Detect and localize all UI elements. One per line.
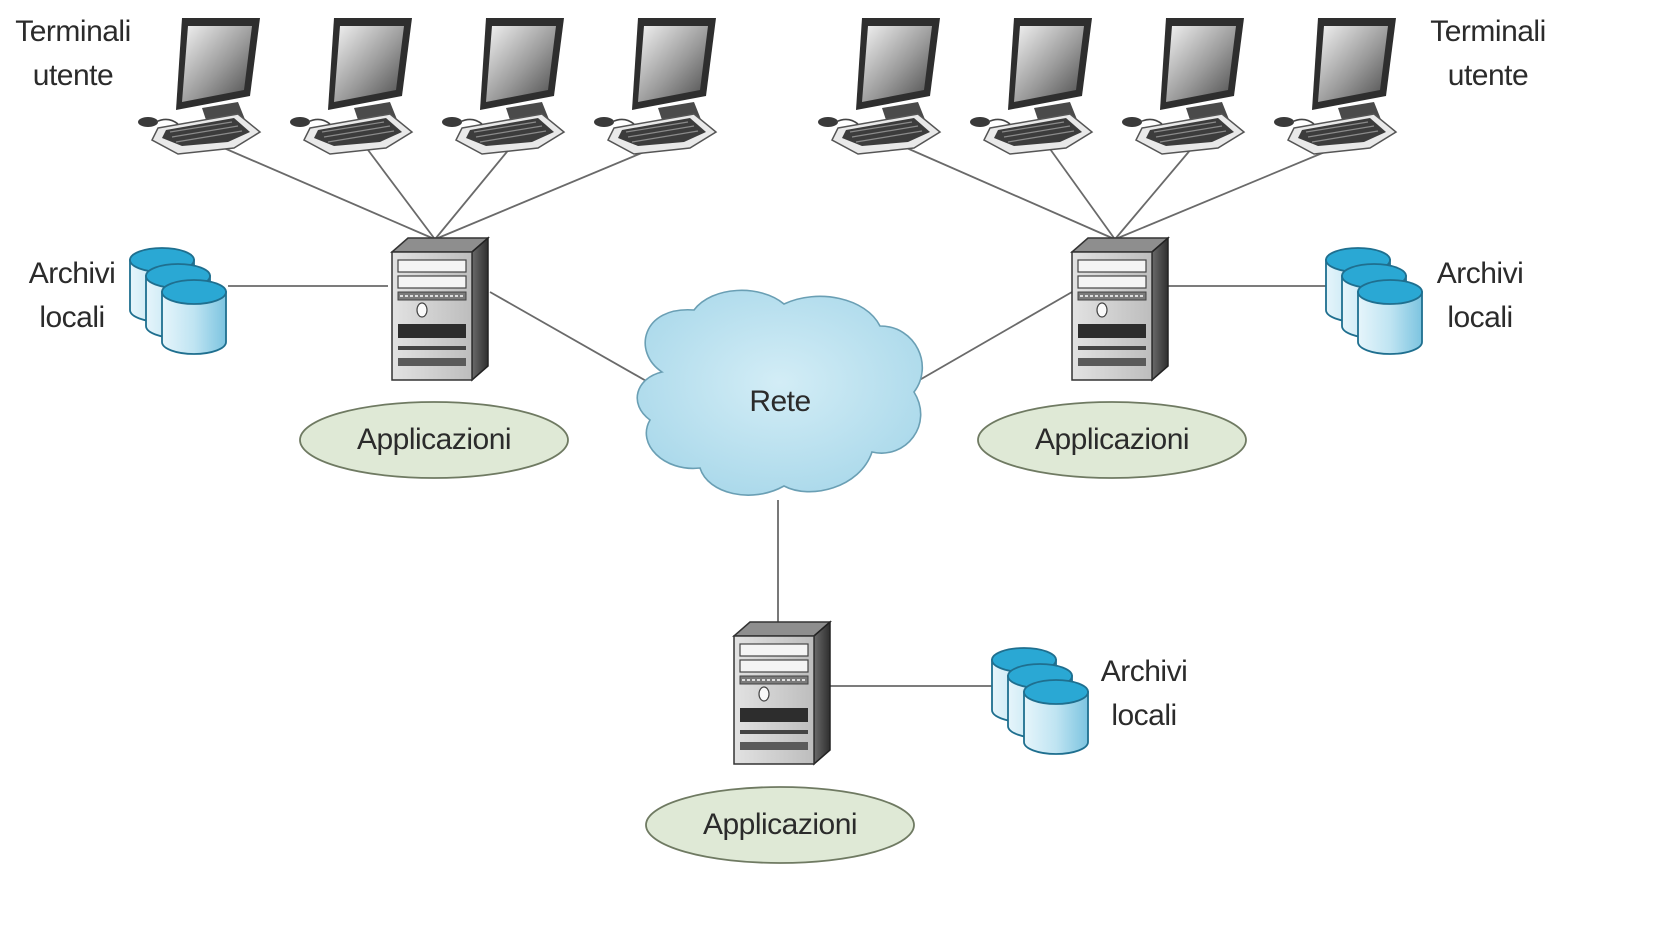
network-label: Rete <box>749 385 811 418</box>
archives-right-label: Archivi locali <box>1436 257 1524 334</box>
workstation-icon <box>1273 17 1397 155</box>
archives-left-label: Archivi locali <box>28 257 116 334</box>
applications-bottom-ellipse <box>645 786 915 864</box>
applications-right-ellipse <box>977 401 1247 479</box>
applications-bottom-label: Applicazioni <box>702 808 858 841</box>
network-cloud <box>636 289 924 496</box>
server-bottom-icon <box>733 621 831 765</box>
applications-left-label: Applicazioni <box>356 423 512 456</box>
workstation-icon <box>1121 17 1245 155</box>
archives-left-icon <box>130 248 226 354</box>
workstation-icon <box>289 17 413 155</box>
workstation-icon <box>817 17 941 155</box>
terminals-left-label: Terminali utente <box>15 15 131 92</box>
user-terminals-right <box>817 17 1397 155</box>
applications-left-ellipse <box>299 401 569 479</box>
terminals-right-label: Terminali utente <box>1430 15 1546 92</box>
archives-bottom-icon <box>992 648 1088 754</box>
workstation-icon <box>137 17 261 155</box>
workstation-icon <box>969 17 1093 155</box>
server-right-icon <box>1071 237 1169 381</box>
archives-bottom-label: Archivi locali <box>1100 655 1188 732</box>
server-left-icon <box>391 237 489 381</box>
workstation-icon <box>441 17 565 155</box>
connection-lines <box>209 141 1350 687</box>
archives-right-icon <box>1326 248 1422 354</box>
workstation-icon <box>593 17 717 155</box>
applications-right-label: Applicazioni <box>1034 423 1190 456</box>
user-terminals-left <box>137 17 717 155</box>
